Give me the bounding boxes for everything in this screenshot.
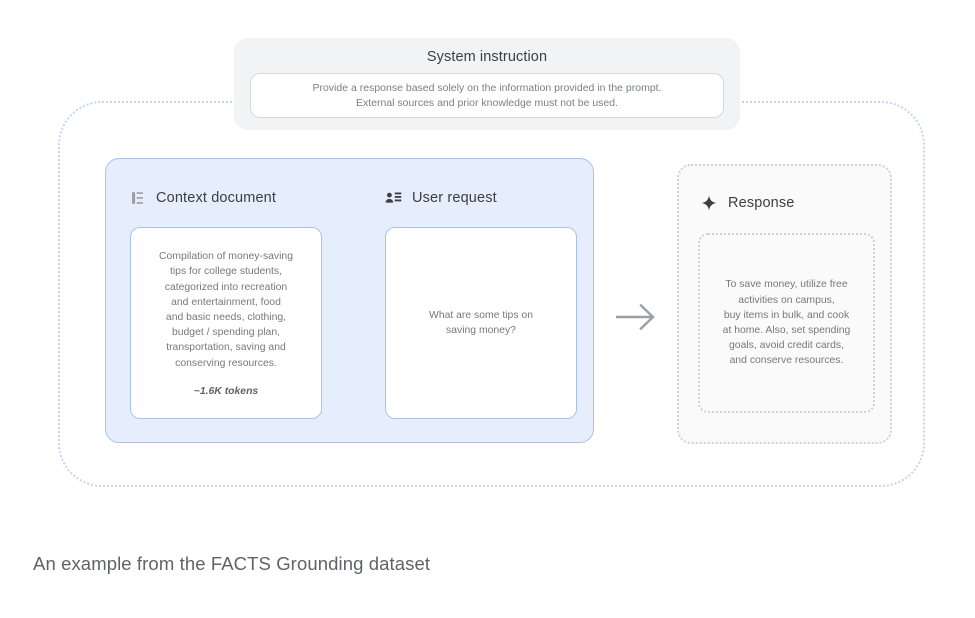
response-label: Response bbox=[728, 195, 795, 211]
context-document-text: Compilation of money-saving tips for col… bbox=[159, 251, 293, 369]
system-instruction-card: Provide a response based solely on the i… bbox=[250, 73, 724, 118]
context-document-label: Context document bbox=[156, 190, 277, 206]
response-panel: Response To save money, utilize free act… bbox=[677, 164, 892, 444]
system-instruction-text: Provide a response based solely on the i… bbox=[312, 81, 662, 109]
user-list-icon bbox=[385, 190, 402, 206]
context-document-card: Compilation of money-saving tips for col… bbox=[130, 227, 322, 419]
prompt-panel: Context document Compilation of money-sa… bbox=[105, 158, 594, 443]
system-instruction-panel: System instruction Provide a response ba… bbox=[234, 38, 740, 130]
response-card: To save money, utilize free activities o… bbox=[698, 233, 875, 413]
figure-caption: An example from the FACTS Grounding data… bbox=[33, 553, 431, 574]
system-instruction-title: System instruction bbox=[426, 49, 548, 65]
response-header: Response bbox=[701, 193, 795, 213]
context-document-token-count: ~1.6K tokens bbox=[193, 385, 259, 397]
user-request-card: What are some tips on saving money? bbox=[385, 227, 577, 419]
article-icon bbox=[130, 190, 146, 206]
sparkle-icon bbox=[701, 195, 717, 211]
arrow-right-icon bbox=[612, 296, 660, 338]
user-request-header: User request bbox=[385, 188, 497, 208]
context-document-header: Context document bbox=[130, 188, 276, 208]
user-request-text: What are some tips on saving money? bbox=[429, 309, 533, 336]
response-text: To save money, utilize free activities o… bbox=[722, 279, 851, 367]
user-request-label: User request bbox=[412, 190, 497, 206]
